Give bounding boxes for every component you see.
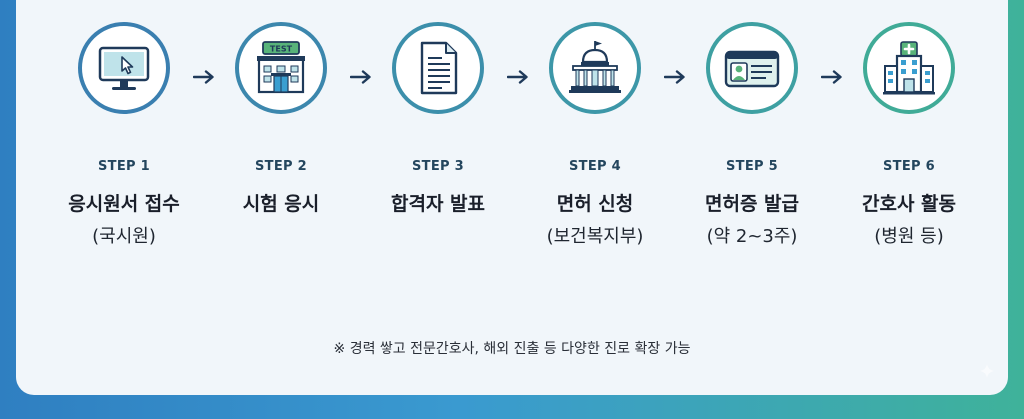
computer-cursor-icon xyxy=(98,46,150,90)
step-4-subtitle: (보건복지부) xyxy=(546,226,644,247)
step-5-circle xyxy=(706,22,798,114)
step-1-title: 응시원서 접수 xyxy=(68,193,180,215)
license-card-icon xyxy=(724,50,780,88)
step-4-label: STEP 4 xyxy=(568,159,621,174)
hospital-icon xyxy=(883,41,935,95)
test-building-icon: TEST xyxy=(257,41,305,94)
step-2-title: 시험 응시 xyxy=(242,193,320,215)
arrow-right-icon xyxy=(350,70,371,84)
arrow-right-icon xyxy=(193,70,214,84)
step-4-circle xyxy=(549,22,641,114)
step-3-circle xyxy=(392,22,484,114)
step-3-label: STEP 3 xyxy=(411,159,464,174)
step-2-label: STEP 2 xyxy=(254,159,307,174)
document-icon xyxy=(420,41,458,95)
footnote: ※ 경력 쌓고 전문간호사, 해외 진출 등 다양한 진로 확장 가능 xyxy=(333,341,691,357)
arrow-right-icon xyxy=(821,70,842,84)
arrow-right-icon xyxy=(507,70,528,84)
step-5-title: 면허증 발급 xyxy=(704,193,799,215)
step-4-title: 면허 신청 xyxy=(556,193,634,215)
step-6-label: STEP 6 xyxy=(882,159,935,174)
arrow-right-icon xyxy=(664,70,685,84)
process-steps: STEP 1 응시원서 접수 (국시원) TEST xyxy=(16,0,1008,270)
step-3-title: 합격자 발표 xyxy=(390,193,485,215)
step-1-label: STEP 1 xyxy=(97,159,150,174)
test-badge-text: TEST xyxy=(270,45,293,54)
step-6-title: 간호사 활동 xyxy=(861,193,956,215)
step-6-circle xyxy=(863,22,955,114)
step-5-label: STEP 5 xyxy=(725,159,778,174)
process-card: STEP 1 응시원서 접수 (국시원) TEST xyxy=(16,0,1008,395)
step-1-circle xyxy=(78,22,170,114)
government-building-icon xyxy=(569,41,621,93)
sparkle-icon xyxy=(980,364,994,378)
step-6-subtitle: (병원 등) xyxy=(874,226,944,247)
step-1-subtitle: (국시원) xyxy=(92,226,156,247)
step-2-circle: TEST xyxy=(235,22,327,114)
step-5-subtitle: (약 2~3주) xyxy=(706,226,798,247)
